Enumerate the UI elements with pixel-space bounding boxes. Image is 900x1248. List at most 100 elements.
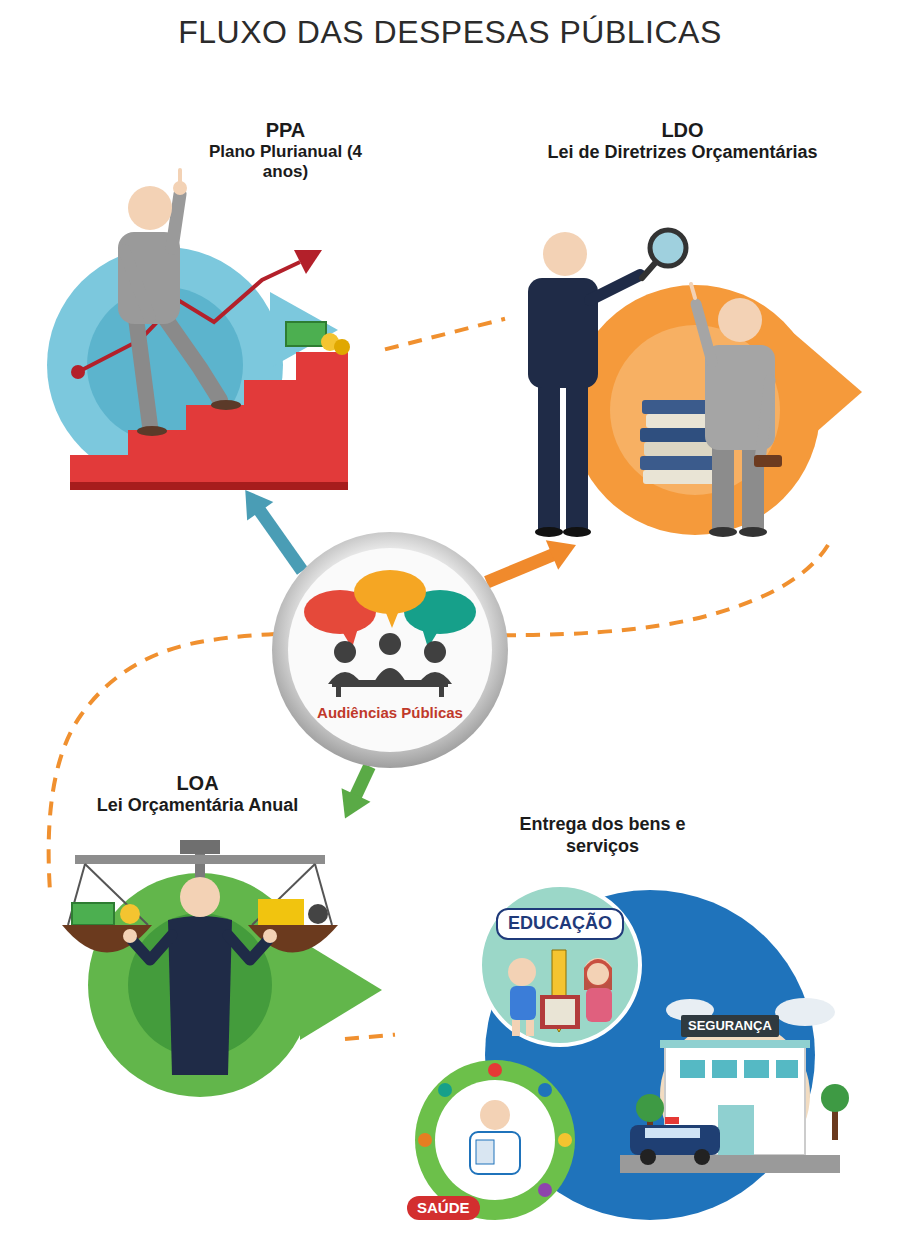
delivery-illustration-part [418, 1133, 432, 1147]
guidelines-illustration-part [535, 527, 563, 537]
delivery-illustration-part [480, 1100, 510, 1130]
delivery-illustration-part [526, 1020, 534, 1036]
security-sign: SEGURANÇA [681, 1015, 779, 1037]
budget-panel: LOALei Orçamentária Anual [50, 765, 345, 1080]
budget-illustration-part [263, 929, 277, 943]
flow-arrow [342, 766, 371, 818]
delivery-illustration-part [660, 1040, 810, 1048]
delivery-illustration-part [775, 998, 835, 1026]
delivery-illustration-part [587, 963, 609, 985]
delivery-illustration-part [640, 1149, 656, 1165]
plan-illustration-part [70, 482, 348, 490]
dashed-flow-line [49, 545, 828, 891]
budget-illustration-part [88, 873, 312, 1097]
delivery-illustration-part [540, 995, 580, 1029]
delivery-illustration-part [476, 1140, 494, 1164]
hearing-emblem-part [439, 687, 444, 697]
delivery-illustration-part [744, 1060, 769, 1078]
delivery-illustration-part [694, 1149, 710, 1165]
budget-illustration-part [180, 877, 220, 917]
budget-illustration-part [228, 935, 268, 960]
budget-illustration-part [308, 904, 328, 924]
guidelines-illustration-part [590, 275, 640, 300]
badge-label: SEGURANÇA [688, 1018, 772, 1034]
plan-illustration-part [211, 400, 241, 410]
budget-illustration-part [120, 904, 140, 924]
guidelines-illustration-part [543, 232, 587, 276]
guidelines-illustration-part [538, 385, 560, 530]
guidelines-illustration [528, 230, 862, 537]
delivery-illustration-part [776, 1060, 798, 1078]
badge-label: EDUCAÇÃO [508, 913, 612, 935]
guidelines-illustration-part [718, 298, 762, 342]
delivery-illustration-part [508, 958, 536, 986]
delivery-illustration-part [438, 1083, 452, 1097]
dashed-flow-line [345, 1035, 395, 1039]
plan-illustration [47, 170, 350, 490]
delivery-illustration-part [558, 1133, 572, 1147]
budget-illustration-part [168, 916, 232, 1075]
guidelines-illustration-part [712, 445, 734, 530]
delivery-panel: Entrega dos bens e serviçosEDUCAÇÃO SEGUR… [395, 810, 870, 1242]
guidelines-panel: LDOLei de Diretrizes Orçamentárias [505, 110, 860, 545]
hearing-emblem-part [288, 548, 492, 752]
node-subheading: Lei Orçamentária Anual [97, 795, 298, 817]
hearing-emblem-part [379, 633, 401, 655]
guidelines-illustration-part [528, 278, 598, 388]
plan-illustration-part [294, 250, 322, 274]
badge-label: SAÚDE [417, 1199, 470, 1217]
connector-line [260, 510, 303, 571]
delivery-illustration [415, 885, 849, 1220]
plan-illustration-part [71, 365, 85, 379]
guidelines-illustration-part [566, 385, 588, 530]
delivery-illustration-part [665, 1117, 679, 1124]
plan-illustration-part [286, 322, 326, 346]
plan-panel: PPAPlano Plurianual (4 anos) [60, 110, 385, 490]
guidelines-illustration-part [790, 330, 862, 455]
education-badge: EDUCAÇÃO [496, 908, 624, 940]
delivery-illustration-part [538, 1183, 552, 1197]
hearing-emblem-part [332, 680, 448, 687]
guidelines-illustration-part [643, 470, 721, 484]
delivery-illustration-part [712, 1060, 737, 1078]
arrow-head [245, 490, 273, 520]
plan-illustration-part [334, 339, 350, 355]
node-heading: LDO [661, 118, 703, 142]
delivery-illustration-part [636, 1094, 664, 1122]
hearing-circle: Audiências Públicas [272, 532, 508, 768]
delivery-illustration-part [538, 1083, 552, 1097]
plan-illustration-part [124, 250, 150, 318]
budget-illustration-part [132, 935, 172, 960]
hearing-emblem-part [384, 608, 400, 628]
hearing-emblem-part [424, 641, 446, 663]
delivery-illustration-part [435, 1080, 555, 1200]
connector-line [49, 545, 828, 891]
node-heading: Audiências Públicas [317, 704, 463, 722]
delivery-illustration-part [510, 986, 536, 1020]
budget-illustration-part [123, 929, 137, 943]
delivery-illustration-part [512, 1020, 520, 1036]
plan-illustration-part [136, 318, 150, 426]
guidelines-illustration-part [709, 527, 737, 537]
budget-illustration-part [258, 899, 304, 925]
budget-illustration-part [180, 840, 220, 854]
delivery-illustration-part [545, 999, 575, 1025]
budget-illustration-part [300, 940, 382, 1040]
guidelines-illustration-part [650, 230, 686, 266]
plan-illustration-part [128, 186, 172, 230]
guidelines-illustration-part [563, 527, 591, 537]
guidelines-illustration-part [640, 456, 722, 470]
node-heading: Entrega dos bens e serviços [503, 814, 703, 857]
plan-illustration-part [178, 170, 182, 184]
delivery-illustration-part [821, 1084, 849, 1112]
guidelines-illustration-part [570, 285, 820, 535]
diagram-title: FLUXO DAS DESPESAS PÚBLICAS [0, 14, 900, 51]
connector-line [356, 766, 370, 796]
plan-illustration-part [172, 194, 180, 248]
plan-illustration-part [137, 426, 167, 436]
delivery-illustration-part [586, 988, 612, 1022]
guidelines-illustration-part [754, 455, 782, 467]
connector-line [487, 555, 553, 583]
health-badge: SAÚDE [407, 1196, 480, 1220]
